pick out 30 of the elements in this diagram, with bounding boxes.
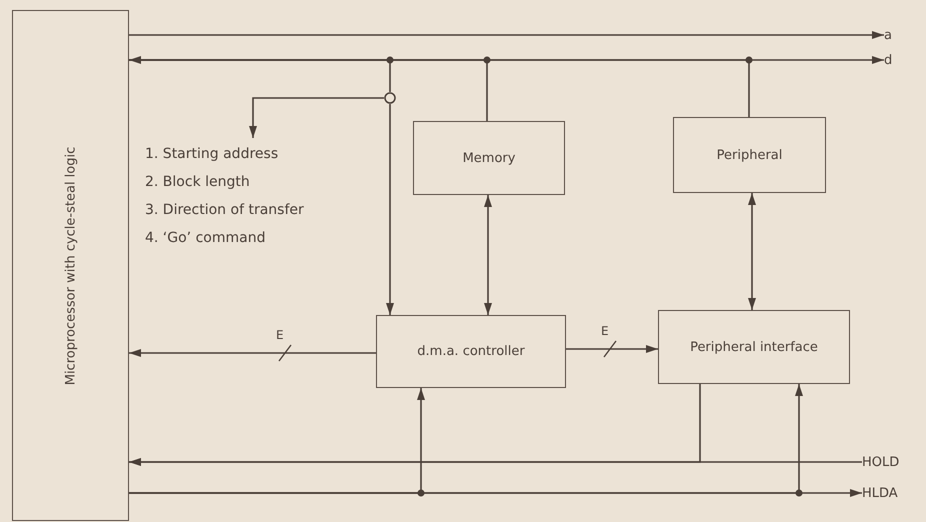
arrow — [386, 104, 394, 315]
signal-label: d — [884, 52, 892, 68]
memory-box — [413, 121, 565, 195]
processor-box — [12, 10, 129, 521]
box-label: Peripheral — [716, 148, 782, 162]
box-label: Memory — [462, 150, 516, 166]
arrow — [484, 195, 492, 315]
connector-line — [129, 59, 750, 117]
edge-label: E — [275, 329, 285, 342]
list-item: 1. Starting address — [145, 146, 280, 162]
box-label: d.m.a. controller — [417, 344, 525, 359]
interface-box — [658, 310, 850, 384]
box-label: Microprocessor with cycle-steal logic — [63, 146, 78, 385]
arrow — [129, 31, 884, 39]
signal-label: HOLD — [862, 454, 900, 470]
arrow — [748, 193, 756, 310]
list-item: 4. ‘Go’ command — [145, 230, 266, 246]
controller-box — [376, 315, 566, 388]
list-item: 2. Block length — [145, 174, 251, 190]
arrow — [129, 349, 376, 357]
edge-label: E — [600, 325, 610, 338]
signal-label: a — [884, 28, 892, 42]
peripheral-box — [673, 117, 826, 193]
arrow — [249, 97, 384, 138]
arrow — [566, 345, 658, 353]
signal-label: HLDA — [862, 486, 898, 500]
arrow — [129, 458, 862, 466]
arrow — [129, 384, 803, 494]
list-item: 3. Direction of transfer — [145, 202, 305, 218]
box-label: Peripheral interface — [690, 340, 818, 354]
